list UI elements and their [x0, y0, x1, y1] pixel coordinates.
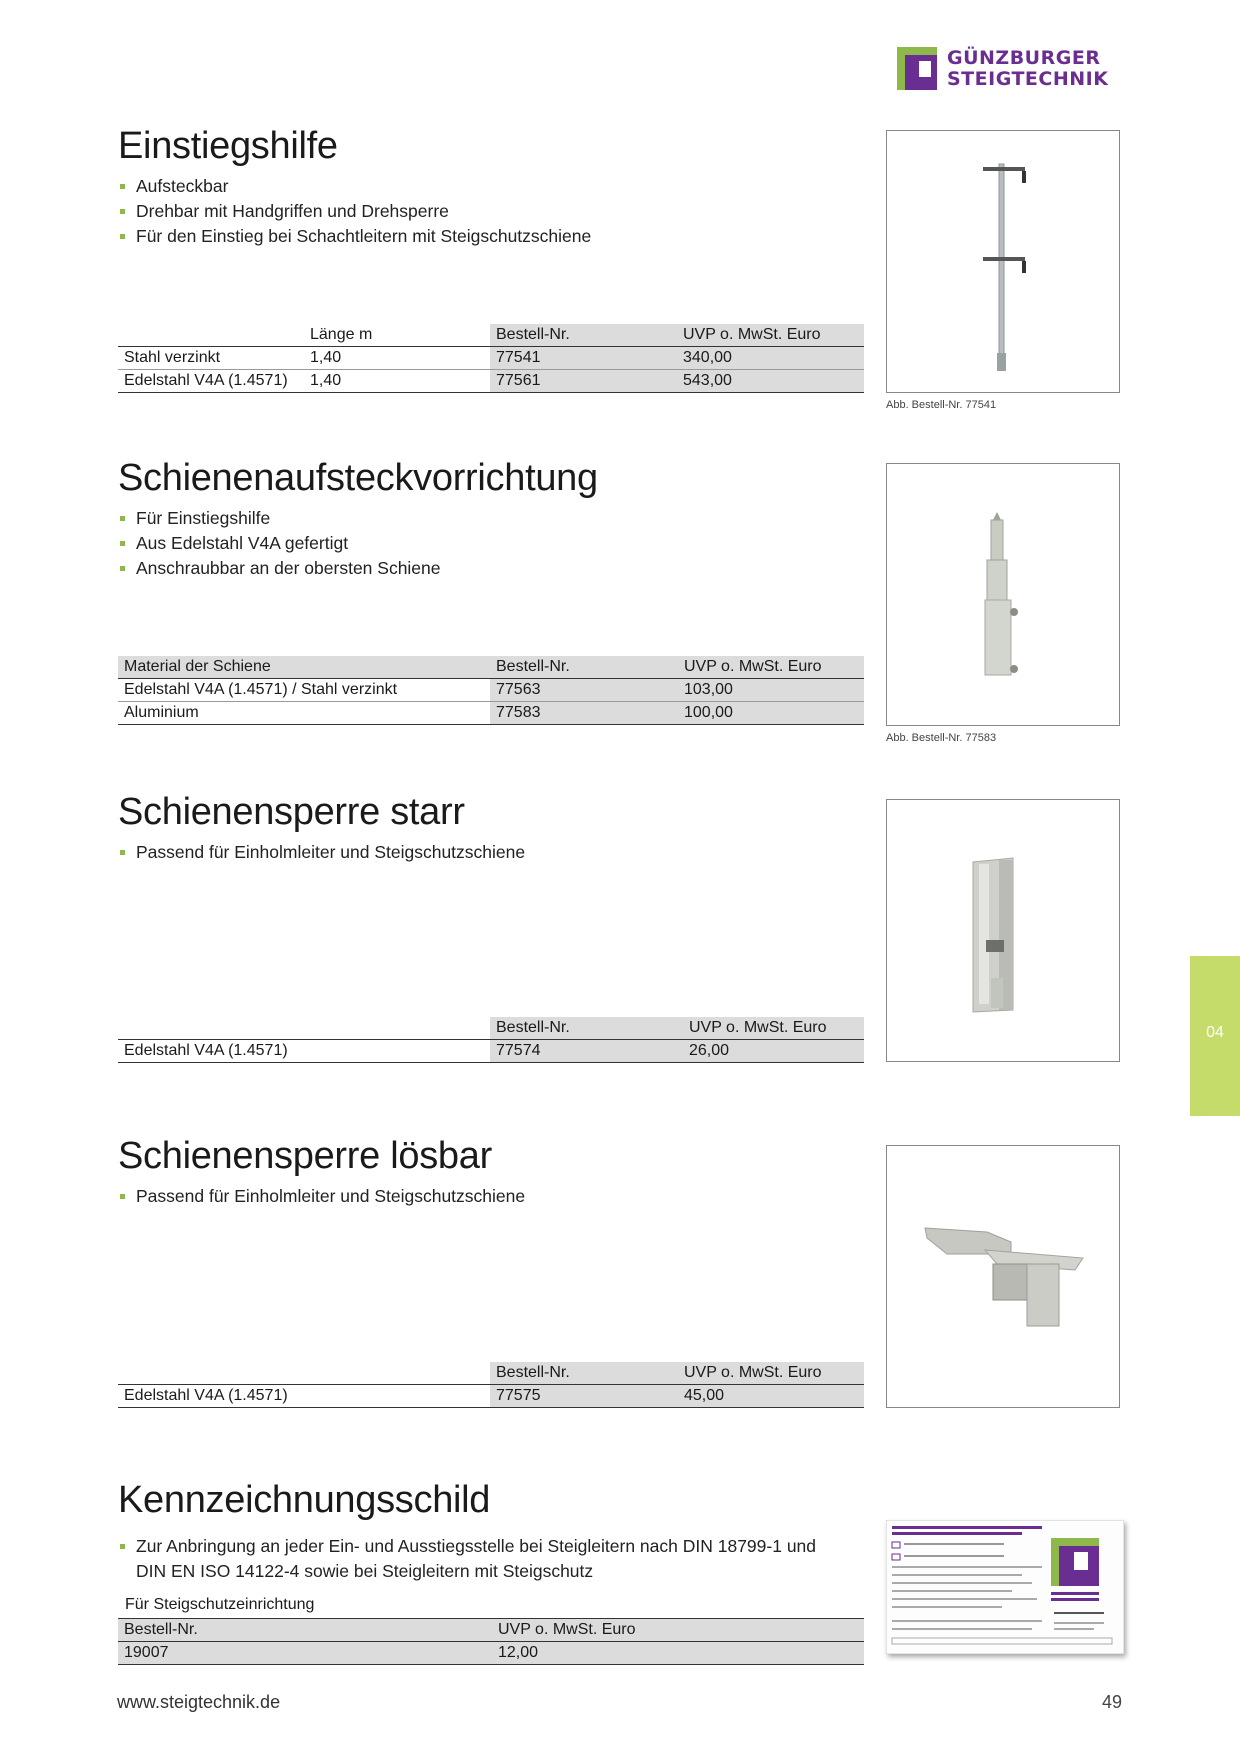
table-cell: 19007 — [118, 1641, 492, 1665]
table-header-cell: UVP o. MwSt. Euro — [492, 1618, 864, 1642]
table-cell: 77583 — [490, 701, 678, 725]
table-header-row: Bestell-Nr. UVP o. MwSt. Euro — [118, 1618, 864, 1642]
table-row: Edelstahl V4A (1.4571) 1,40 77561 543,00 — [118, 369, 864, 393]
price-table: Bestell-Nr. UVP o. MwSt. Euro Edelstahl … — [118, 1362, 864, 1408]
table-cell: Edelstahl V4A (1.4571) — [118, 369, 304, 393]
section-kennzeichnungsschild: Kennzeichnungsschild Zur Anbringung an j… — [118, 1478, 864, 1674]
table-cell: 77541 — [490, 346, 677, 370]
table-row: Edelstahl V4A (1.4571) 77574 26,00 — [118, 1039, 864, 1063]
table-header-cell: Bestell-Nr. — [490, 324, 677, 347]
logo-mark-icon — [897, 47, 937, 90]
table-header-row: Länge m Bestell-Nr. UVP o. MwSt. Euro — [118, 324, 864, 347]
table-cell: 45,00 — [678, 1384, 864, 1408]
table-cell: Aluminium — [118, 701, 490, 725]
table-header-cell: UVP o. MwSt. Euro — [677, 324, 864, 347]
section-title: Schienensperre lösbar — [118, 1135, 492, 1177]
feature-list: Für Einstiegshilfe Aus Edelstahl V4A gef… — [118, 506, 864, 581]
section-title: Einstiegshilfe — [118, 125, 338, 167]
table-header-cell: Bestell-Nr. — [118, 1618, 492, 1642]
table-row: 19007 12,00 — [118, 1641, 864, 1665]
table-header-cell: Bestell-Nr. — [490, 1017, 683, 1040]
footer-website: www.steigtechnik.de — [117, 1692, 281, 1712]
table-header-row: Bestell-Nr. UVP o. MwSt. Euro — [118, 1362, 864, 1385]
rail-attachment-image — [886, 463, 1120, 726]
table-header-cell — [118, 324, 304, 347]
table-header-cell: UVP o. MwSt. Euro — [678, 656, 864, 679]
table-header-cell — [118, 1362, 490, 1385]
chapter-number: 04 — [1206, 1024, 1224, 1041]
rail-lock-removable-image — [886, 1145, 1120, 1408]
table-row: Edelstahl V4A (1.4571) / Stahl verzinkt … — [118, 678, 864, 702]
feature-item: Zur Anbringung an jeder Ein- und Ausstie… — [118, 1534, 818, 1584]
table-cell: 103,00 — [678, 678, 864, 702]
table-cell: 1,40 — [304, 369, 490, 393]
feature-list: Aufsteckbar Drehbar mit Handgriffen und … — [118, 174, 864, 249]
price-table: Länge m Bestell-Nr. UVP o. MwSt. Euro St… — [118, 324, 864, 393]
feature-item: Drehbar mit Handgriffen und Drehsperre — [118, 199, 864, 224]
table-cell: 12,00 — [492, 1641, 864, 1665]
chapter-tab: 04 — [1190, 956, 1240, 1116]
brand-logo: GÜNZBURGER STEIGTECHNIK — [897, 47, 1108, 90]
table-cell: 77563 — [490, 678, 678, 702]
table-header-cell: UVP o. MwSt. Euro — [683, 1017, 864, 1040]
table-row: Stahl verzinkt 1,40 77541 340,00 — [118, 346, 864, 370]
page-number: 49 — [1101, 1692, 1122, 1712]
brand-line2: STEIGTECHNIK — [947, 67, 1109, 90]
table-cell: Stahl verzinkt — [118, 346, 304, 370]
brand-line1: GÜNZBURGER — [947, 46, 1101, 69]
section-title: Schienensperre starr — [118, 791, 465, 833]
table-cell: 340,00 — [677, 346, 864, 370]
table-cell: 26,00 — [683, 1039, 864, 1063]
table-header-cell: Länge m — [304, 324, 490, 347]
table-row: Edelstahl V4A (1.4571) 77575 45,00 — [118, 1384, 864, 1408]
section-einstiegshilfe: Einstiegshilfe Aufsteckbar Drehbar mit H… — [118, 124, 864, 396]
table-row: Aluminium 77583 100,00 — [118, 701, 864, 725]
table-caption: Für Steigschutzeinrichtung — [125, 1596, 315, 1613]
table-cell: 77561 — [490, 369, 677, 393]
table-header-cell: UVP o. MwSt. Euro — [678, 1362, 864, 1385]
table-header-cell: Bestell-Nr. — [490, 656, 678, 679]
table-cell: 1,40 — [304, 346, 490, 370]
section-schienenaufsteckvorrichtung: Schienenaufsteckvorrichtung Für Einstieg… — [118, 456, 864, 728]
feature-item: Für den Einstieg bei Schachtleitern mit … — [118, 224, 864, 249]
feature-list: Passend für Einholmleiter und Steigschut… — [118, 840, 864, 865]
entry-aid-image — [886, 130, 1120, 393]
price-table: Bestell-Nr. UVP o. MwSt. Euro 19007 12,0… — [118, 1618, 864, 1665]
feature-item: Anschraubbar an der obersten Schiene — [118, 556, 864, 581]
table-cell: 100,00 — [678, 701, 864, 725]
table-header-row: Bestell-Nr. UVP o. MwSt. Euro — [118, 1017, 864, 1040]
identification-sign-image — [885, 1519, 1125, 1655]
feature-item: Aufsteckbar — [118, 174, 864, 199]
price-table: Bestell-Nr. UVP o. MwSt. Euro Edelstahl … — [118, 1017, 864, 1063]
feature-list: Zur Anbringung an jeder Ein- und Ausstie… — [118, 1534, 818, 1584]
feature-item: Aus Edelstahl V4A gefertigt — [118, 531, 864, 556]
image-caption: Abb. Bestell-Nr. 77583 — [886, 732, 997, 744]
feature-item: Passend für Einholmleiter und Steigschut… — [118, 840, 864, 865]
table-header-row: Material der Schiene Bestell-Nr. UVP o. … — [118, 656, 864, 679]
table-header-cell: Material der Schiene — [118, 656, 490, 679]
feature-list: Passend für Einholmleiter und Steigschut… — [118, 1184, 864, 1209]
rail-lock-fixed-image — [886, 799, 1120, 1062]
feature-item: Passend für Einholmleiter und Steigschut… — [118, 1184, 864, 1209]
section-title: Kennzeichnungsschild — [118, 1479, 491, 1521]
table-cell: 77575 — [490, 1384, 678, 1408]
table-cell: Edelstahl V4A (1.4571) / Stahl verzinkt — [118, 678, 490, 702]
price-table: Material der Schiene Bestell-Nr. UVP o. … — [118, 656, 864, 725]
section-title: Schienenaufsteckvorrichtung — [118, 457, 598, 499]
table-cell: Edelstahl V4A (1.4571) — [118, 1384, 490, 1408]
section-schienensperre-loesbar: Schienensperre lösbar Passend für Einhol… — [118, 1134, 864, 1410]
brand-name: GÜNZBURGER STEIGTECHNIK — [947, 46, 1109, 90]
table-header-cell: Bestell-Nr. — [490, 1362, 678, 1385]
section-schienensperre-starr: Schienensperre starr Passend für Einholm… — [118, 790, 864, 1066]
table-cell: 77574 — [490, 1039, 683, 1063]
image-caption: Abb. Bestell-Nr. 77541 — [886, 399, 997, 411]
feature-item: Für Einstiegshilfe — [118, 506, 864, 531]
table-cell: Edelstahl V4A (1.4571) — [118, 1039, 490, 1063]
table-cell: 543,00 — [677, 369, 864, 393]
table-header-cell — [118, 1017, 490, 1040]
